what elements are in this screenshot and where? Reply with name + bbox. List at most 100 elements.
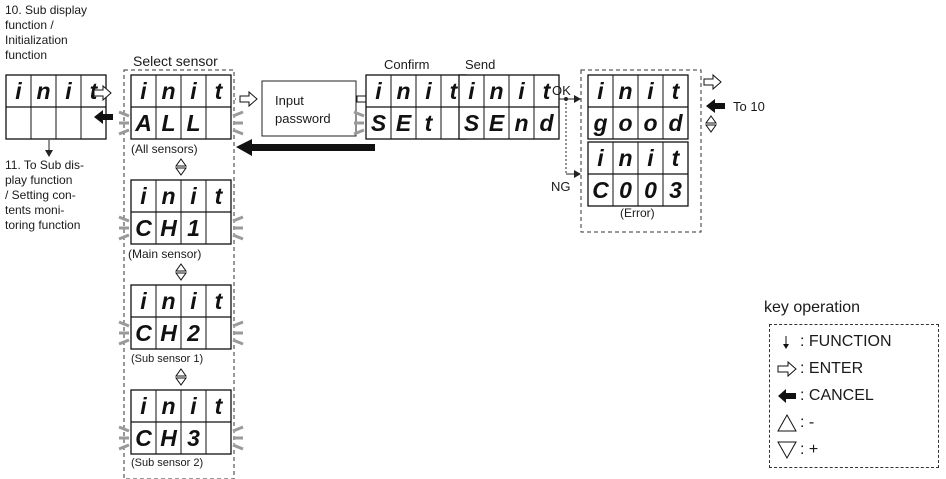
- display-top-char: i: [190, 183, 197, 209]
- key-row-plus: : +: [776, 439, 818, 461]
- down-arrow-icon: [45, 150, 53, 157]
- select-sensor-group-border: [123, 69, 235, 479]
- blink-mark: [353, 110, 365, 118]
- display-bottom-char: 0: [619, 177, 632, 203]
- sensor-select-down-triangle-icon: [175, 167, 187, 176]
- key-label-cancel: : CANCEL: [800, 387, 874, 404]
- display-bottom-char: H: [160, 320, 177, 346]
- display-top-char: n: [618, 78, 632, 104]
- blink-mark: [118, 215, 130, 223]
- display-bottom-char: C: [135, 425, 152, 451]
- confirm-label: Confirm: [384, 57, 430, 72]
- cancel-arrow-icon: [236, 139, 375, 156]
- error-label: (Error): [620, 206, 655, 220]
- display-top-char: i: [518, 78, 525, 104]
- select-sensor-label: Select sensor: [133, 53, 218, 69]
- display-top-char: t: [215, 78, 224, 104]
- display-top-char: t: [543, 78, 552, 104]
- display-bottom-char: C: [135, 215, 152, 241]
- display-bottom-char: 1: [187, 215, 200, 241]
- display-bottom-char: C: [592, 177, 609, 203]
- step-10-note: 10. Sub display function / Initializatio…: [5, 3, 88, 62]
- display-bottom-char: 3: [187, 425, 200, 451]
- display-top-char: t: [215, 288, 224, 314]
- display-bottom-char: L: [161, 110, 175, 136]
- enter-arrow-icon: [703, 73, 722, 91]
- cancel-arrow-icon: [94, 110, 113, 124]
- display-top-char: i: [375, 78, 382, 104]
- sensor-select-up-triangle-icon: [175, 368, 187, 377]
- display-bottom-char: E: [396, 110, 412, 136]
- key-row-cancel: : CANCEL: [776, 385, 874, 407]
- display-bottom-char: o: [618, 110, 632, 136]
- display-top-char: i: [65, 78, 72, 104]
- display-bottom-char: S: [464, 110, 480, 136]
- sensor-select-down-triangle-icon: [175, 272, 187, 281]
- display-top-char: i: [140, 183, 147, 209]
- result-down-triangle-icon: [705, 124, 717, 133]
- display-bottom-char: 2: [186, 320, 200, 346]
- ng-label: NG: [551, 179, 571, 194]
- display-top-char: t: [215, 393, 224, 419]
- display-top-char: n: [396, 78, 410, 104]
- display-top-char: i: [190, 288, 197, 314]
- display-bottom-char: g: [592, 110, 607, 136]
- display-bottom-char: 3: [669, 177, 682, 203]
- blink-mark: [118, 425, 130, 433]
- display-bottom-char: H: [160, 425, 177, 451]
- display-top-char: t: [672, 78, 681, 104]
- display-top-char: t: [215, 183, 224, 209]
- blink-mark: [232, 233, 244, 241]
- cancel-arrow-icon: [706, 99, 725, 113]
- input-password-box: [261, 80, 357, 137]
- display-top-char: i: [647, 78, 654, 104]
- key-label-function: : FUNCTION: [800, 333, 892, 350]
- to-10-label: To 10: [733, 99, 765, 114]
- result-group-border: [580, 69, 702, 233]
- blink-mark: [118, 443, 130, 451]
- branch-dot: [564, 97, 568, 101]
- display-top-char: n: [161, 288, 175, 314]
- blink-mark: [353, 128, 365, 136]
- blink-mark: [118, 128, 130, 136]
- display-top-char: t: [450, 78, 459, 104]
- blink-mark: [232, 128, 244, 136]
- enter-arrow-icon: [93, 84, 112, 102]
- sensor-caption-sub2: (Sub sensor 2): [131, 457, 204, 469]
- display-top-char: n: [36, 78, 50, 104]
- blink-mark: [118, 233, 130, 241]
- ok-label: OK: [552, 83, 571, 98]
- up-triangle-icon: [776, 413, 800, 433]
- blink-mark: [232, 425, 244, 433]
- key-operation-legend: : FUNCTION : ENTER : CANCEL : - : +: [769, 324, 939, 468]
- send-label: Send: [465, 57, 496, 72]
- display-top-char: i: [140, 393, 147, 419]
- key-row-minus: : -: [776, 412, 814, 434]
- display-bottom-char: 0: [644, 177, 657, 203]
- hollow-right-arrow-icon: [776, 359, 800, 379]
- blink-mark: [232, 320, 244, 328]
- key-label-minus: : -: [800, 414, 815, 431]
- sensor-select-down-triangle-icon: [175, 377, 187, 386]
- display-top-char: i: [597, 78, 604, 104]
- display-top-char: i: [468, 78, 475, 104]
- blink-mark: [118, 338, 130, 346]
- display-top-char: i: [425, 78, 432, 104]
- display-top-char: i: [190, 393, 197, 419]
- display-top-char: i: [140, 78, 147, 104]
- display-bottom-char: E: [489, 110, 505, 136]
- down-triangle-icon: [776, 440, 800, 460]
- key-operation-title: key operation: [764, 299, 861, 316]
- display-top-char: n: [161, 183, 175, 209]
- blink-mark: [232, 338, 244, 346]
- key-row-function: : FUNCTION: [776, 331, 892, 353]
- display-top-char: n: [161, 393, 175, 419]
- display-bottom-char: t: [425, 110, 434, 136]
